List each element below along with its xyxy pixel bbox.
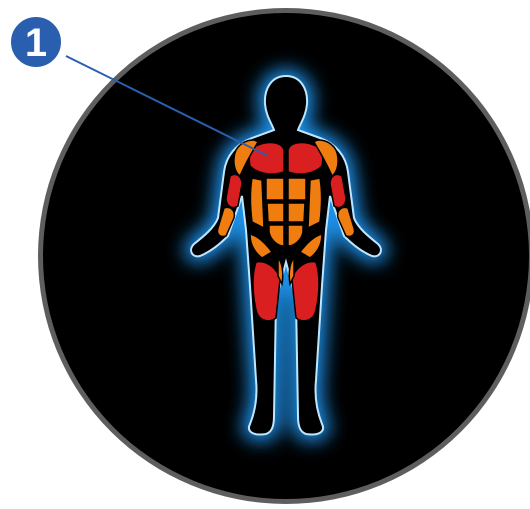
callout-badge: 1 [9,15,63,69]
abs-muscle [288,203,305,222]
oblique-muscle [251,178,265,228]
abs-muscle [266,178,284,200]
oblique-muscle [308,178,322,228]
abs-muscle [267,203,284,222]
quadriceps-muscle [253,262,280,321]
abs-muscle [288,178,306,200]
quadriceps-muscle [292,262,319,321]
callout-number: 1 [25,21,47,65]
